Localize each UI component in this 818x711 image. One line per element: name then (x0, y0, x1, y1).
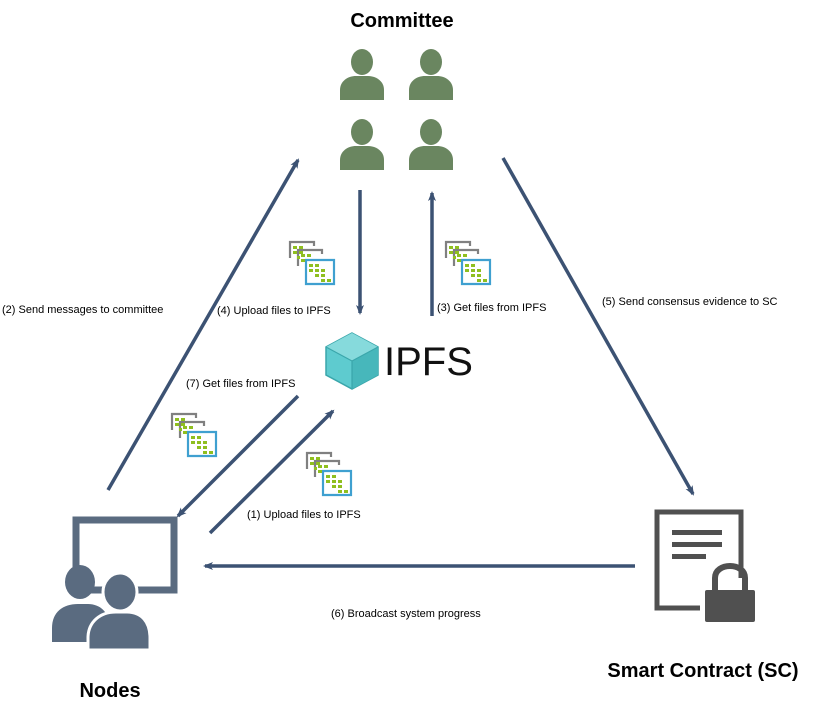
committee-title: Committee (350, 10, 453, 32)
presentation-users-icon (52, 516, 178, 652)
files-stack-icon (444, 240, 492, 286)
ipfs-cube-icon (325, 332, 379, 390)
arrows (106, 157, 695, 570)
ipfs-label: IPFS (384, 340, 473, 384)
person-icon (340, 49, 384, 100)
step-label-1: (1) Upload files to IPFS (247, 509, 361, 521)
step-label-4: (4) Upload files to IPFS (217, 305, 331, 317)
smart-contract-title: Smart Contract (SC) (607, 660, 798, 682)
nodes-title: Nodes (79, 680, 140, 702)
files-stack-icon (305, 451, 353, 497)
person-icon (340, 119, 384, 170)
arrow-upload-files-nodes (208, 409, 335, 535)
person-icon (409, 49, 453, 100)
files-stack-icon (288, 240, 336, 286)
step-label-6: (6) Broadcast system progress (331, 608, 481, 620)
step-label-2: (2) Send messages to committee (2, 304, 163, 316)
arrow-consensus-evidence (501, 157, 695, 496)
locked-document-icon (654, 509, 760, 628)
files-stack-icon (170, 412, 218, 458)
arrow-send-messages (106, 158, 300, 491)
step-label-3: (3) Get files from IPFS (437, 302, 546, 314)
committee-group (340, 49, 453, 170)
ipfs-logo: IPFS (325, 332, 473, 390)
arrow-get-files-nodes (176, 394, 300, 518)
step-label-5: (5) Send consensus evidence to SC (602, 296, 778, 308)
person-icon (409, 119, 453, 170)
step-label-7: (7) Get files from IPFS (186, 378, 295, 390)
